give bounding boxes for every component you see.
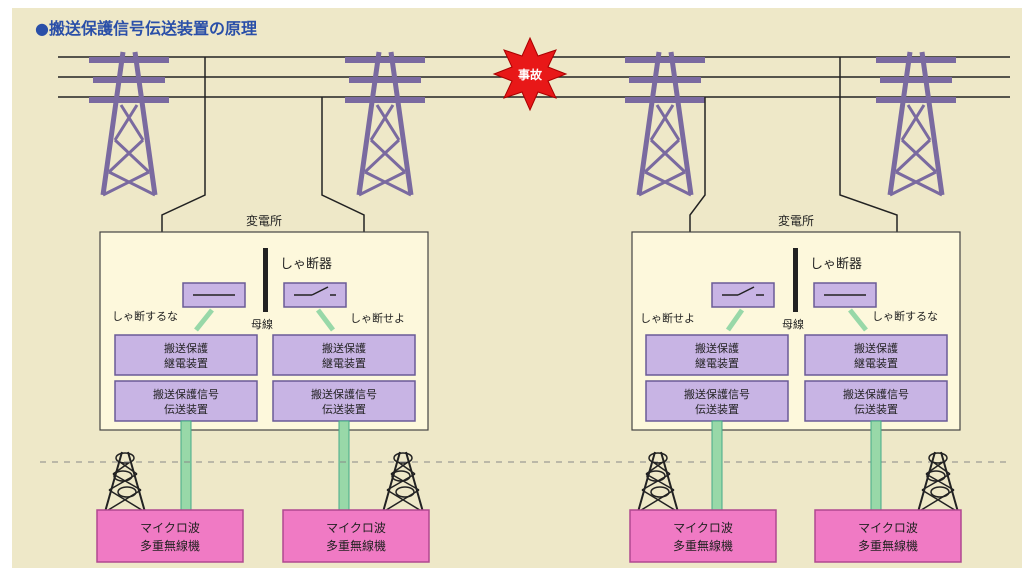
fault-marker: 事故 — [492, 36, 568, 112]
transmitter-line-1: 搬送保護信号 — [153, 387, 219, 401]
signal-link — [870, 420, 882, 514]
relay-line-2: 継電装置 — [695, 356, 739, 370]
radio-box: マイクロ波 多重無線機 — [282, 509, 430, 563]
command-text-left: しゃ断せよ — [640, 311, 695, 325]
command-arrow — [194, 308, 214, 332]
transmitter-line-2: 伝送装置 — [164, 402, 208, 416]
relay-box: 搬送保護 継電装置 — [645, 334, 789, 376]
substation-right: 変電所 母線 しゃ断器 しゃ断せよ しゃ断するな 搬送保護 継電装置 搬送保護 … — [629, 57, 962, 563]
diagram-title: ●搬送保護信号伝送装置の原理 — [35, 19, 257, 38]
relay-box: 搬送保護 継電装置 — [114, 334, 258, 376]
command-arrow — [725, 308, 745, 332]
transmitter-box: 搬送保護信号 伝送装置 — [114, 380, 258, 422]
relay-line-1: 搬送保護 — [695, 341, 739, 355]
breaker-open — [283, 282, 347, 308]
breaker-label: しゃ断器 — [810, 257, 862, 272]
busbar-label: 母線 — [251, 317, 273, 331]
relay-line-2: 継電装置 — [854, 356, 898, 370]
transmitter-line-2: 伝送装置 — [322, 402, 366, 416]
relay-line-1: 搬送保護 — [164, 341, 208, 355]
substation-label: 変電所 — [778, 213, 814, 228]
relay-box: 搬送保護 継電装置 — [272, 334, 416, 376]
radio-box: マイクロ波 多重無線機 — [814, 509, 962, 563]
breaker-label: しゃ断器 — [280, 257, 332, 272]
transmitter-box: 搬送保護信号 伝送装置 — [645, 380, 789, 422]
transmitter-line-2: 伝送装置 — [854, 402, 898, 416]
relay-line-2: 継電装置 — [164, 356, 208, 370]
command-arrow — [316, 308, 335, 332]
breaker-closed — [182, 282, 246, 308]
fault-label: 事故 — [518, 67, 543, 82]
busbar — [793, 248, 798, 312]
command-text-right: しゃ断するな — [872, 309, 938, 323]
signal-link — [711, 420, 723, 514]
radio-line-2: 多重無線機 — [673, 538, 733, 553]
signal-link — [180, 420, 192, 514]
relay-line-1: 搬送保護 — [854, 341, 898, 355]
transmitter-line-1: 搬送保護信号 — [684, 387, 750, 401]
relay-box: 搬送保護 継電装置 — [804, 334, 948, 376]
radio-line-2: 多重無線機 — [326, 538, 386, 553]
transmitter-line-2: 伝送装置 — [695, 402, 739, 416]
radio-line-1: マイクロ波 — [673, 521, 733, 535]
relay-line-2: 継電装置 — [322, 356, 366, 370]
transmitter-box: 搬送保護信号 伝送装置 — [272, 380, 416, 422]
busbar — [263, 248, 268, 312]
signal-link — [338, 420, 350, 514]
transmitter-line-1: 搬送保護信号 — [311, 387, 377, 401]
command-text-right: しゃ断せよ — [350, 311, 405, 325]
transmitter-line-1: 搬送保護信号 — [843, 387, 909, 401]
breaker-closed — [813, 282, 877, 308]
command-arrow — [848, 308, 868, 332]
breaker-open — [711, 282, 775, 308]
substation-left: 変電所 母線 しゃ断器 しゃ断するな しゃ断せよ 搬送保護 継電装置 搬送 — [96, 57, 430, 563]
command-text-left: しゃ断するな — [112, 309, 178, 323]
radio-box: マイクロ波 多重無線機 — [629, 509, 777, 563]
radio-line-2: 多重無線機 — [140, 538, 200, 553]
transmitter-box: 搬送保護信号 伝送装置 — [804, 380, 948, 422]
radio-line-2: 多重無線機 — [858, 538, 918, 553]
radio-box: マイクロ波 多重無線機 — [96, 509, 244, 563]
radio-line-1: マイクロ波 — [140, 521, 200, 535]
radio-line-1: マイクロ波 — [858, 521, 918, 535]
substation-label: 変電所 — [246, 213, 282, 228]
busbar-label: 母線 — [782, 317, 804, 331]
radio-line-1: マイクロ波 — [326, 521, 386, 535]
relay-line-1: 搬送保護 — [322, 341, 366, 355]
